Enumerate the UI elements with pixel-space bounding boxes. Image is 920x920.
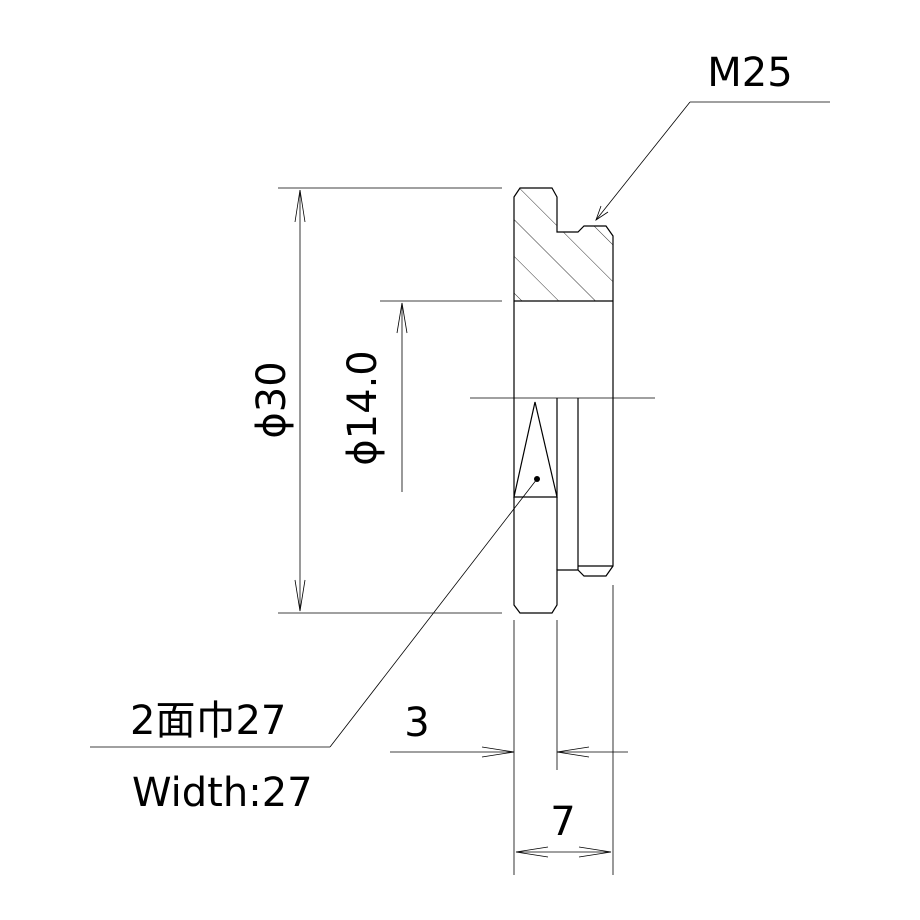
width-across-flats-en-label: Width:27 [132, 770, 313, 816]
thread-callout: M25 [595, 50, 830, 222]
thread-label: M25 [707, 50, 792, 96]
hex-flat-triangle [513, 401, 558, 498]
width-across-flats-jp-label: 2面巾27 [130, 698, 286, 744]
total-length-label: 7 [550, 799, 575, 845]
extension-lines [513, 585, 614, 875]
dimension-length-7: 7 [515, 799, 612, 858]
outer-diameter-label: ϕ30 [249, 361, 295, 438]
inner-diameter-label: ϕ14.0 [340, 350, 386, 465]
section-hatching [514, 188, 613, 301]
dimension-diameter-30: ϕ30 [249, 187, 502, 614]
width-across-flats-callout: 2面巾27 Width:27 [90, 478, 538, 816]
dimension-flange-3: 3 [390, 700, 628, 758]
part-body [513, 187, 614, 614]
dimension-diameter-14: ϕ14.0 [340, 300, 502, 492]
flange-thickness-label: 3 [404, 700, 429, 746]
